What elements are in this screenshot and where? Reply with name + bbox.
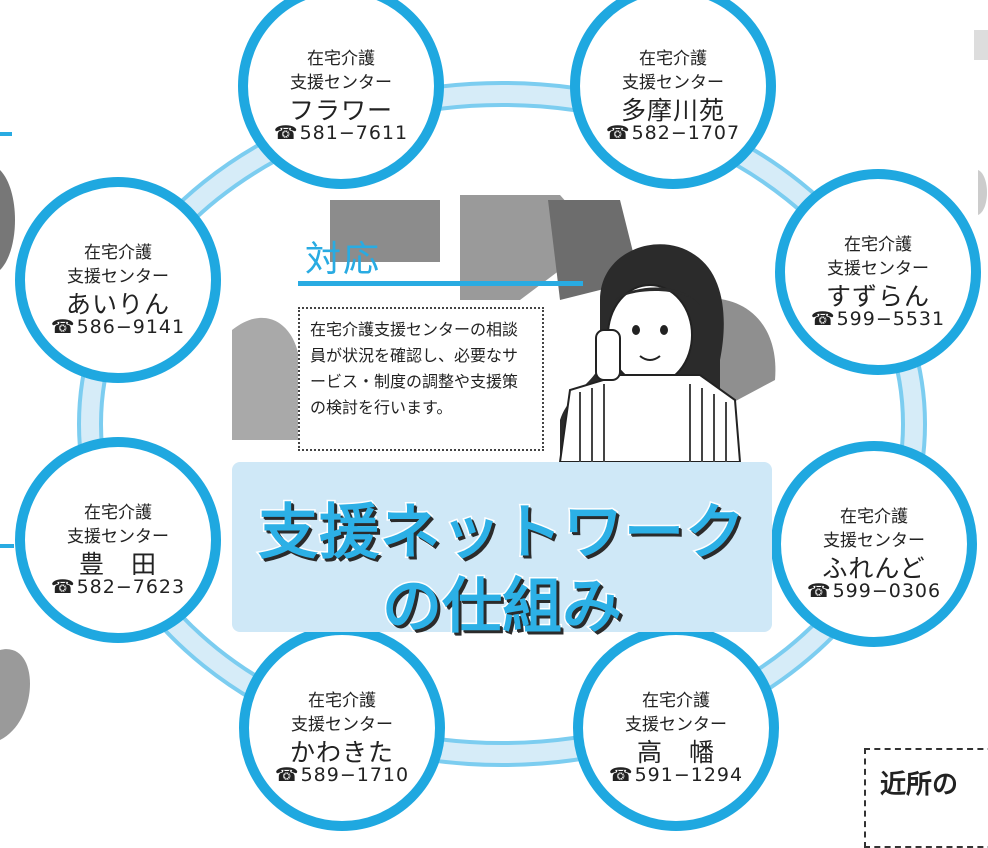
node-line1: 在宅介護 xyxy=(84,503,152,523)
center-node-kawakita: 在宅介護 支援センター かわきた ☎589−1710 xyxy=(247,658,437,798)
node-circles xyxy=(15,0,981,831)
phone-icon: ☎ xyxy=(806,580,832,602)
title-line-1: 支援ネットワーク xyxy=(257,497,747,570)
node-line1: 在宅介護 xyxy=(840,507,908,527)
node-line2: 支援センター xyxy=(622,73,724,93)
phone-icon: ☎ xyxy=(50,576,76,598)
phone-number: 582−1707 xyxy=(631,122,741,144)
center-node-tamagawaen: 在宅介護 支援センター 多摩川苑 ☎582−1707 xyxy=(578,16,768,156)
title-line-2: の仕組み xyxy=(381,571,624,644)
node-line2: 支援センター xyxy=(67,527,169,547)
node-line2: 支援センター xyxy=(67,267,169,287)
title-box: 支援ネットワーク の仕組み xyxy=(232,462,772,644)
phone-number: 591−1294 xyxy=(634,764,744,786)
node-name: 豊 田 xyxy=(78,550,157,579)
response-underline xyxy=(298,281,583,286)
phone-icon: ☎ xyxy=(605,122,631,144)
node-line1: 在宅介護 xyxy=(844,235,912,255)
nearby-box: 近所の xyxy=(864,748,988,848)
node-name: ふれんど xyxy=(822,554,926,583)
node-line2: 支援センター xyxy=(827,259,929,279)
node-name: フラワー xyxy=(288,96,393,125)
phone-icon: ☎ xyxy=(608,764,634,786)
phone-icon: ☎ xyxy=(274,764,300,786)
center-node-friend: 在宅介護 支援センター ふれんど ☎599−0306 xyxy=(779,474,969,614)
node-name: 高 幡 xyxy=(636,738,715,767)
node-line1: 在宅介護 xyxy=(642,691,710,711)
phone-number: 589−1710 xyxy=(300,764,410,786)
phone-icon: ☎ xyxy=(273,122,299,144)
phone-icon: ☎ xyxy=(50,316,76,338)
center-node-suzuran: 在宅介護 支援センター すずらん ☎599−5531 xyxy=(783,202,973,342)
node-line2: 支援センター xyxy=(291,715,393,735)
phone-number: 581−7611 xyxy=(299,122,409,144)
node-phone: ☎582−7623 xyxy=(23,576,213,598)
node-name: あいりん xyxy=(65,290,170,319)
node-phone: ☎586−9141 xyxy=(23,316,213,338)
response-description: 在宅介護支援センターの相談員が状況を確認し、必要なサービス・制度の調整や支援策の… xyxy=(298,307,544,451)
center-node-takahata: 在宅介護 支援センター 高 幡 ☎591−1294 xyxy=(581,658,771,798)
phone-number: 586−9141 xyxy=(76,316,186,338)
phone-number: 599−0306 xyxy=(832,580,942,602)
phone-icon: ☎ xyxy=(810,308,836,330)
phone-number: 582−7623 xyxy=(76,576,186,598)
center-node-airin: 在宅介護 支援センター あいりん ☎586−9141 xyxy=(23,210,213,350)
node-phone: ☎582−1707 xyxy=(578,122,768,144)
node-phone: ☎589−1710 xyxy=(247,764,437,786)
node-line1: 在宅介護 xyxy=(308,691,376,711)
node-phone: ☎581−7611 xyxy=(246,122,436,144)
node-phone: ☎591−1294 xyxy=(581,764,771,786)
node-line2: 支援センター xyxy=(823,531,925,551)
node-name: すずらん xyxy=(825,282,930,311)
node-line2: 支援センター xyxy=(625,715,727,735)
node-line2: 支援センター xyxy=(290,73,392,93)
response-heading: 対応 xyxy=(305,239,382,280)
center-node-toyoda: 在宅介護 支援センター 豊 田 ☎582−7623 xyxy=(23,470,213,610)
node-line1: 在宅介護 xyxy=(307,49,375,69)
phone-number: 599−5531 xyxy=(836,308,946,330)
counselor-illustration xyxy=(558,244,742,463)
node-name: かわきた xyxy=(289,738,394,767)
center-node-flower: 在宅介護 支援センター フラワー ☎581−7611 xyxy=(246,16,436,156)
node-line1: 在宅介護 xyxy=(84,243,152,263)
node-line1: 在宅介護 xyxy=(639,49,707,69)
nearby-label: 近所の xyxy=(880,770,959,800)
node-name: 多摩川苑 xyxy=(620,96,725,125)
node-phone: ☎599−5531 xyxy=(783,308,973,330)
node-phone: ☎599−0306 xyxy=(779,580,969,602)
